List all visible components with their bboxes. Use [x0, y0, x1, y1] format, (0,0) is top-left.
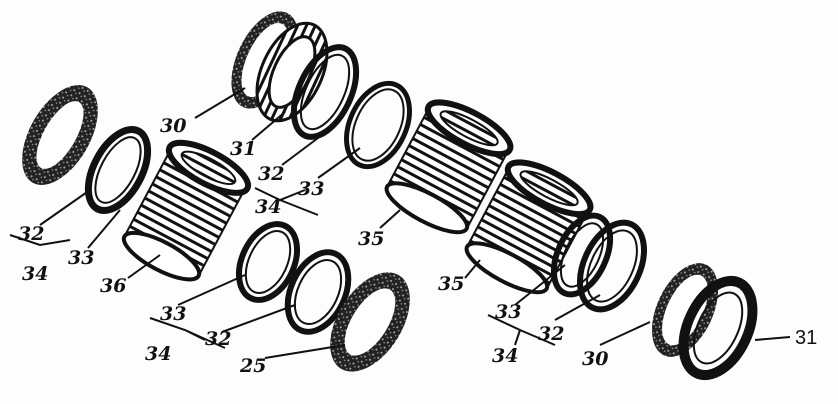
label-31-right: 31 — [795, 327, 817, 349]
label-35-a: 35 — [358, 228, 384, 250]
label-36: 36 — [100, 275, 126, 297]
leader-lines — [9, 87, 791, 359]
mid-ring-32 — [284, 249, 352, 335]
label-32-mid: 32 — [205, 328, 231, 350]
label-33-mid: 33 — [160, 303, 186, 325]
right-roller-bearing-35a — [384, 99, 514, 235]
left-ring-32-33 — [84, 126, 152, 214]
left-roller-bearing-36 — [121, 139, 252, 282]
label-33-top: 33 — [298, 178, 324, 200]
label-34-top: 34 — [255, 196, 281, 218]
label-33-left: 33 — [68, 247, 94, 269]
label-33-right: 33 — [495, 301, 521, 323]
mid-ring-33 — [235, 221, 301, 303]
label-31-top: 31 — [230, 138, 256, 160]
label-32-right: 32 — [538, 323, 564, 345]
right-ring-32 — [577, 219, 647, 313]
right-ring-31 — [678, 275, 758, 381]
label-34-mid: 34 — [145, 343, 171, 365]
label-25: 25 — [239, 355, 266, 377]
left-washer — [22, 85, 98, 185]
label-32-left: 32 — [18, 223, 44, 245]
mid-washer-25 — [330, 272, 410, 372]
top-ring-33 — [344, 80, 412, 170]
label-34-left: 34 — [22, 263, 48, 285]
label-30-top: 30 — [160, 115, 186, 137]
top-bearing-31 — [255, 21, 329, 123]
label-32-top: 32 — [258, 163, 284, 185]
right-ring-30 — [651, 263, 719, 357]
label-35-b: 35 — [438, 273, 464, 295]
label-30-right: 30 — [582, 348, 608, 370]
label-34-right: 34 — [492, 345, 518, 367]
right-ring-33 — [550, 212, 614, 298]
